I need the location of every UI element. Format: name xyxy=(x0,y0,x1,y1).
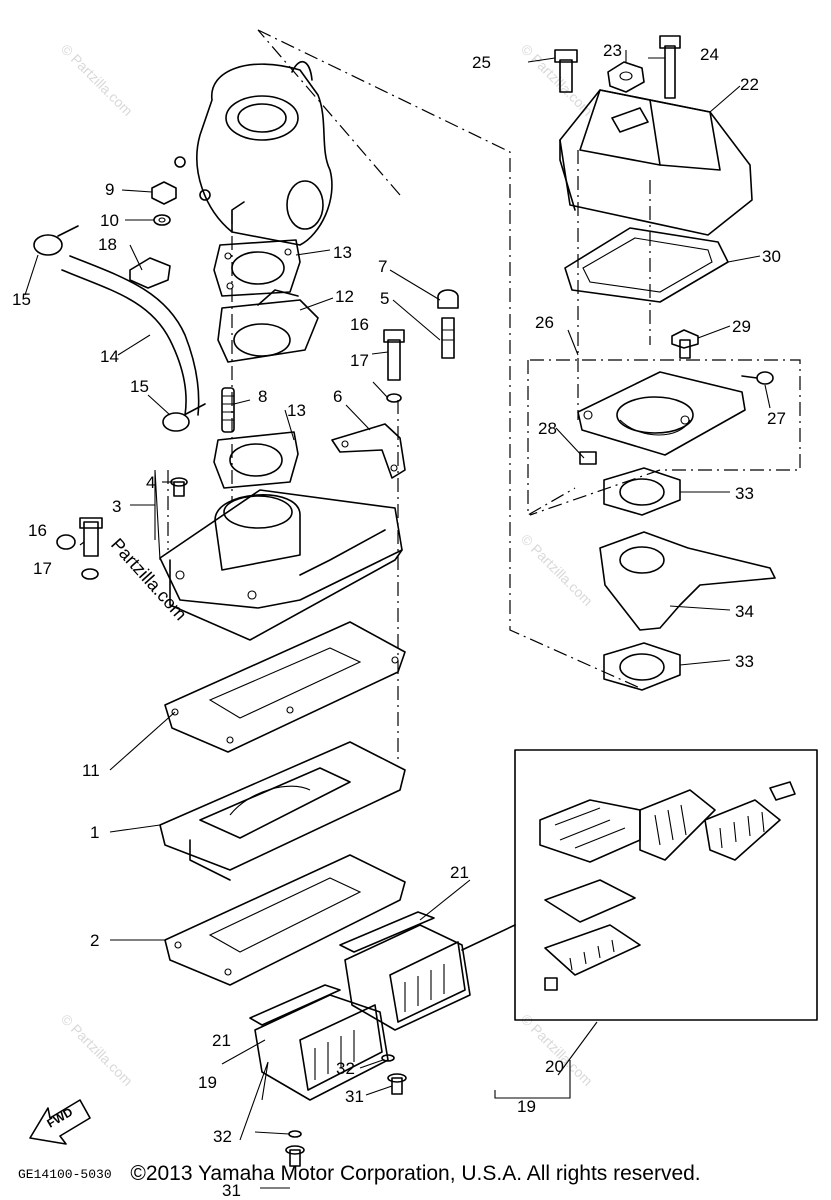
base-26-assembly xyxy=(529,359,801,516)
callout-17b: 17 xyxy=(33,559,52,578)
nut-9 xyxy=(151,181,177,205)
fitting-5 xyxy=(441,317,455,359)
silencer-cover-22 xyxy=(559,89,753,236)
callout-16a: 16 xyxy=(350,315,369,334)
callout-19b: 19 xyxy=(517,1097,536,1116)
clamp-15-lower xyxy=(162,403,206,432)
callout-32b: 32 xyxy=(336,1059,355,1078)
bolt-25 xyxy=(554,49,578,93)
callout-18: 18 xyxy=(98,235,117,254)
watermark-faint: © Partzilla.com xyxy=(518,41,596,119)
callout-11: 11 xyxy=(82,761,100,780)
callout-19a: 19 xyxy=(198,1073,217,1092)
hose-14 xyxy=(61,255,200,416)
kit-leader xyxy=(461,924,516,951)
gasket-11 xyxy=(164,621,406,753)
callout-13a: 13 xyxy=(333,243,352,262)
callout-23: 23 xyxy=(603,41,622,60)
callout-2: 2 xyxy=(90,931,99,950)
gasket-2 xyxy=(164,854,406,986)
bolt-4 xyxy=(170,477,188,497)
callout-12: 12 xyxy=(335,287,354,306)
holder-18 xyxy=(129,257,171,289)
intake-manifold-upper xyxy=(174,60,333,246)
bracket-34 xyxy=(599,531,776,631)
callout-6: 6 xyxy=(333,387,342,406)
callout-15a: 15 xyxy=(12,290,31,309)
callout-22: 22 xyxy=(740,75,759,94)
callout-21b: 21 xyxy=(450,863,469,882)
callout-3: 3 xyxy=(112,497,121,516)
fwd-arrow: FWD xyxy=(29,1099,91,1145)
gasket-33-lower xyxy=(603,642,681,691)
callout-14: 14 xyxy=(100,347,119,366)
spacer-12 xyxy=(217,289,319,363)
callout-17a: 17 xyxy=(350,351,369,370)
watermark-faint: © Partzilla.com xyxy=(518,531,596,609)
callout-1: 1 xyxy=(90,823,99,842)
callout-28: 28 xyxy=(538,419,557,438)
callout-20: 20 xyxy=(545,1057,564,1076)
drawing-code: GE14100-5030 xyxy=(18,1167,112,1182)
washer-17-left xyxy=(81,568,99,580)
bolt-28 xyxy=(579,451,597,465)
assembly-guide-lines xyxy=(167,29,651,760)
washer-10 xyxy=(153,214,171,226)
callout-32a: 32 xyxy=(213,1127,232,1146)
callout-leaders xyxy=(24,50,771,1189)
clamp-15-upper xyxy=(33,225,79,256)
callout-9: 9 xyxy=(105,180,114,199)
part-callouts: 1 2 3 4 5 6 7 8 9 10 11 12 13 13 14 15 1… xyxy=(12,41,786,1200)
reed-valve-assembly-right xyxy=(339,911,471,1031)
callout-13b: 13 xyxy=(287,401,306,420)
gasket-13-lower xyxy=(213,431,299,489)
callout-33b: 33 xyxy=(735,652,754,671)
callout-15b: 15 xyxy=(130,377,149,396)
callout-16b: 16 xyxy=(28,521,47,540)
callout-31b: 31 xyxy=(345,1087,364,1106)
callout-4: 4 xyxy=(146,473,155,492)
stud-8 xyxy=(221,387,235,433)
watermark-faint: © Partzilla.com xyxy=(58,41,136,119)
reed-valve-body-1 xyxy=(159,741,406,881)
reed-valve-kit-box xyxy=(514,749,818,1021)
callout-25: 25 xyxy=(472,53,491,72)
callout-24: 24 xyxy=(700,45,719,64)
watermark-faint: © Partzilla.com xyxy=(518,1011,596,1089)
callout-7: 7 xyxy=(378,257,387,276)
gasket-33-upper xyxy=(603,467,681,516)
intake-manifold-3 xyxy=(159,489,403,641)
callout-30: 30 xyxy=(762,247,781,266)
callout-29: 29 xyxy=(732,317,751,336)
gasket-13-upper xyxy=(213,239,301,297)
bolt-29 xyxy=(671,329,699,359)
gasket-30 xyxy=(564,227,729,303)
callout-10: 10 xyxy=(100,211,119,230)
callout-31a: 31 xyxy=(222,1181,241,1200)
washer-17-right xyxy=(386,393,402,403)
bolt-16-left xyxy=(56,517,103,557)
screw-31-right xyxy=(387,1073,407,1095)
bolt-16-right xyxy=(383,329,405,381)
bracket-6 xyxy=(331,423,406,479)
callout-21a: 21 xyxy=(212,1031,231,1050)
watermark-faint: © Partzilla.com xyxy=(58,1011,136,1089)
callout-8: 8 xyxy=(258,387,267,406)
bolt-24 xyxy=(659,35,681,99)
callout-5: 5 xyxy=(380,289,389,308)
cap-23 xyxy=(607,61,645,93)
reed-valve-assembly-left xyxy=(249,984,389,1101)
callout-34: 34 xyxy=(735,602,754,621)
cap-7 xyxy=(437,289,459,309)
callout-26: 26 xyxy=(535,313,554,332)
callout-27: 27 xyxy=(767,409,786,428)
copyright-notice: ©2013 Yamaha Motor Corporation, U.S.A. A… xyxy=(130,1162,701,1185)
fwd-label: FWD xyxy=(45,1105,76,1131)
callout-33a: 33 xyxy=(735,484,754,503)
screw-31-lower xyxy=(285,1145,305,1167)
partzilla-watermark: Partzilla.com xyxy=(107,534,191,624)
fitting-27 xyxy=(741,371,774,385)
